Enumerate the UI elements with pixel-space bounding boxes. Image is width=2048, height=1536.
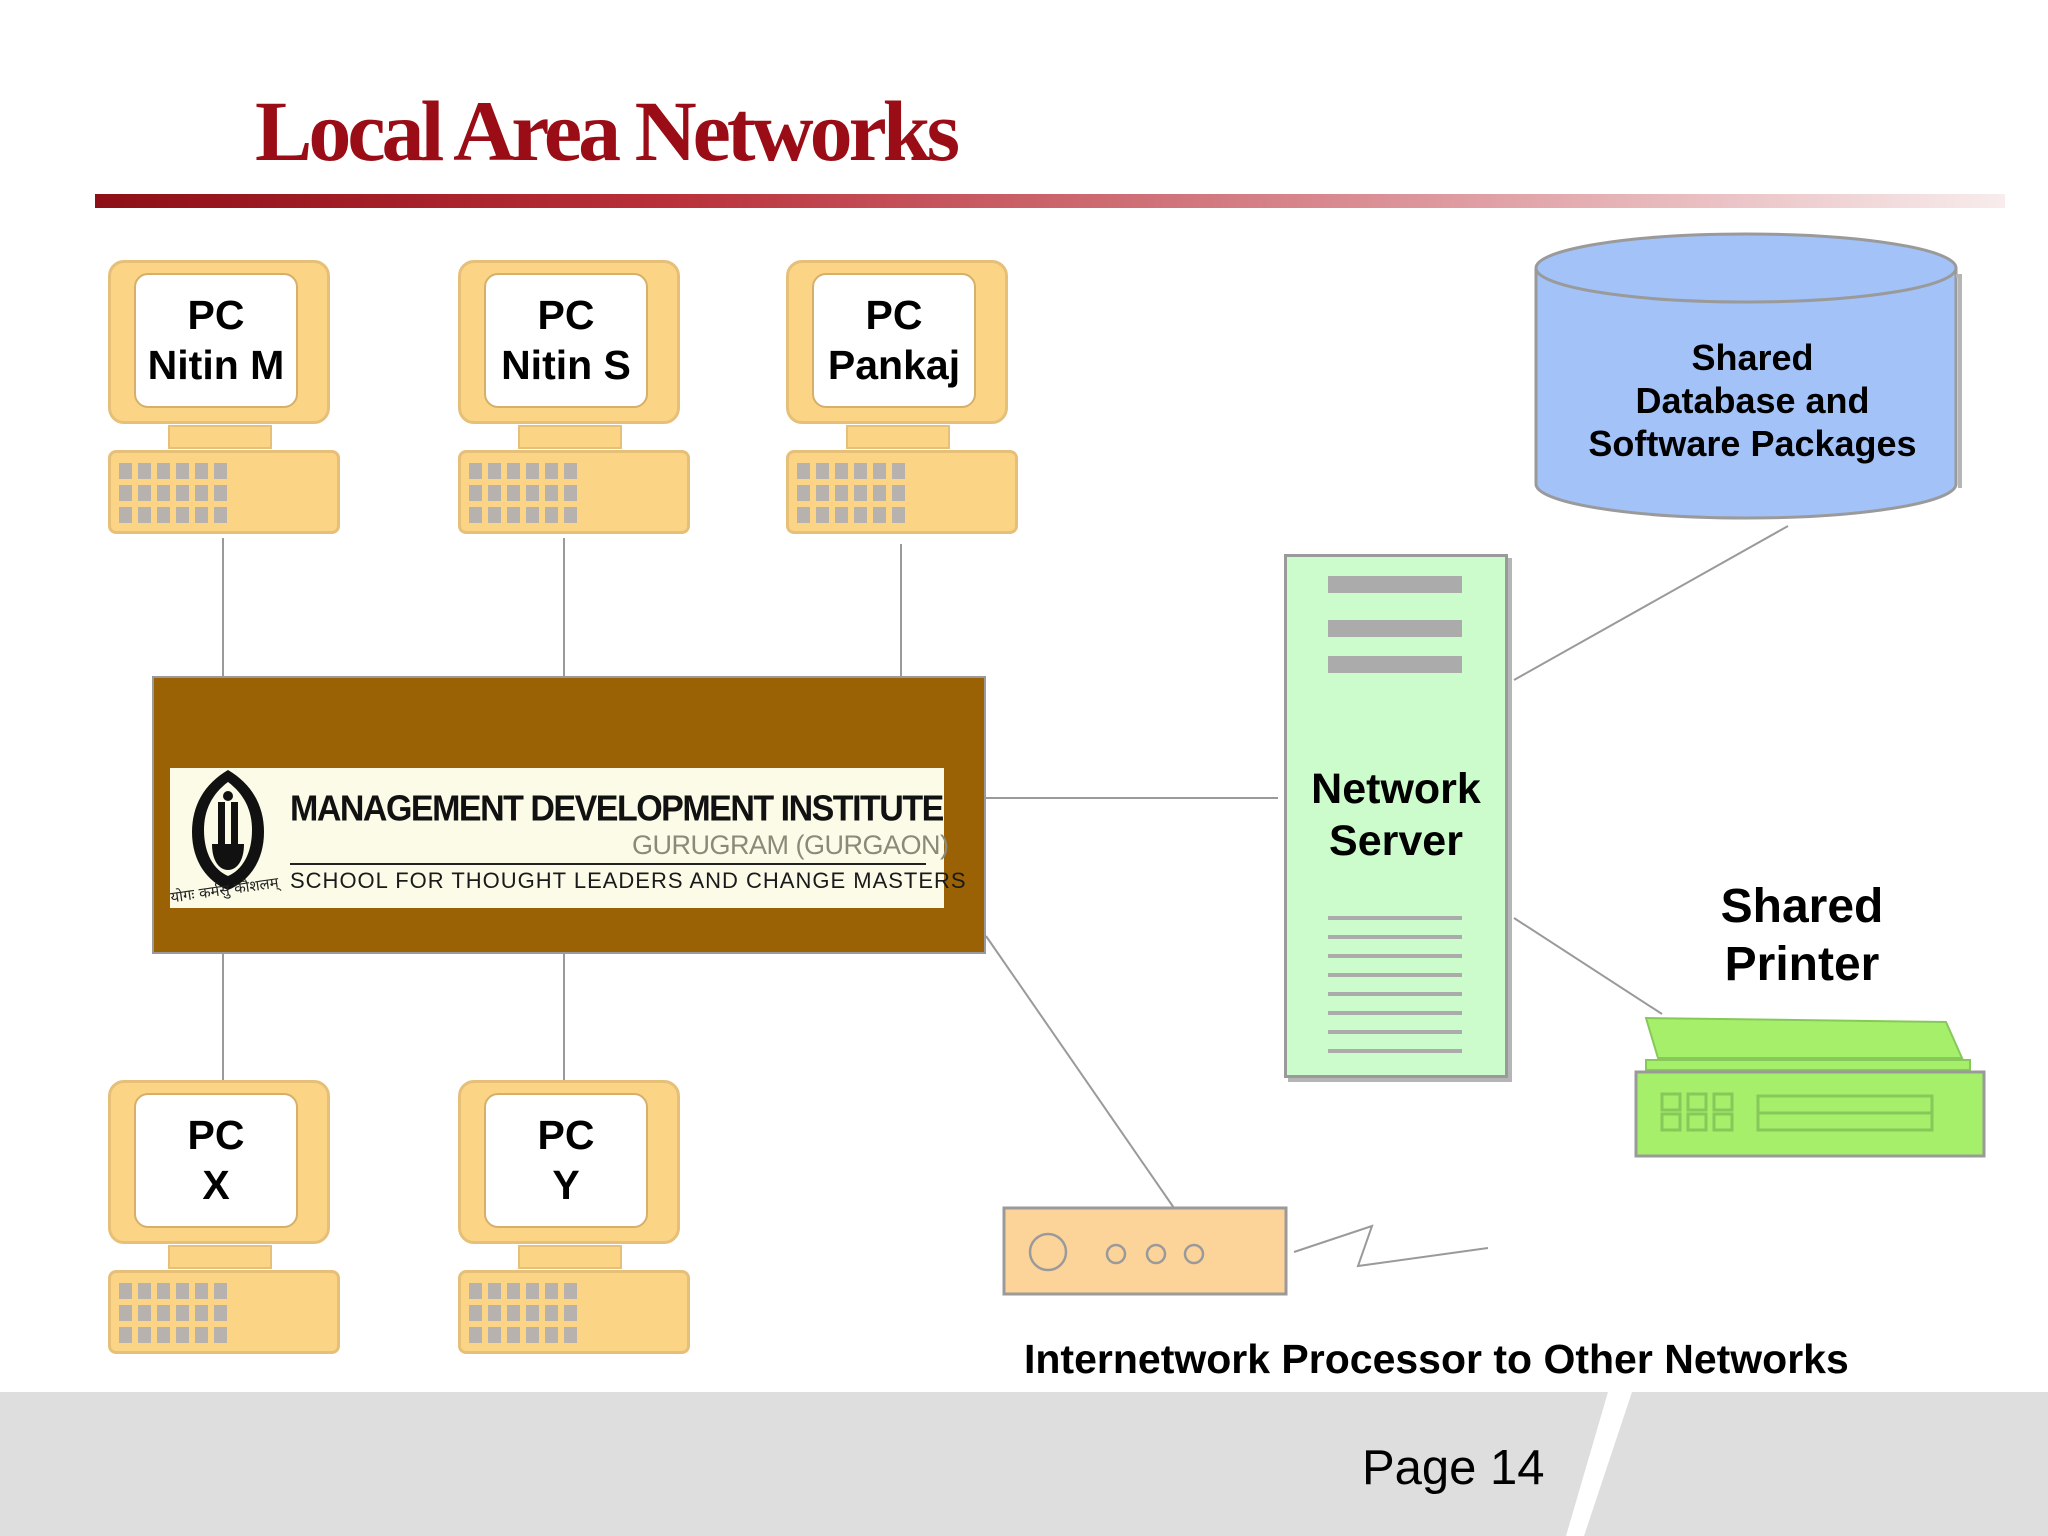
institute-tagline: SCHOOL FOR THOUGHT LEADERS AND CHANGE MA…: [290, 868, 967, 893]
page-number: Page 14: [1362, 1441, 1545, 1495]
database-label: Shared Database and Software Packages: [1588, 337, 1917, 465]
keyboard-icon: [108, 1270, 340, 1354]
link-server-database: [1513, 525, 1789, 681]
wan-link-zigzag: [1293, 1224, 1489, 1268]
footer-bar: [0, 1392, 2048, 1536]
institute-emblem-icon: [192, 770, 264, 890]
institute-banner: [170, 768, 944, 908]
title-underline: [95, 194, 2005, 208]
link-hub-router: [985, 935, 1175, 1209]
keyboard-icon: [458, 1270, 690, 1354]
slide-title: Local Area Networks: [255, 83, 960, 179]
footer-slash-decoration: [1566, 1392, 1632, 1536]
banner-divider: [290, 863, 926, 865]
internetwork-processor-label: Internetwork Processor to Other Networks: [1024, 1336, 1849, 1382]
database-cylinder: [1534, 232, 1962, 520]
printer-graphic: [1634, 1016, 1986, 1158]
institute-city: GURUGRAM (GURGAON): [632, 830, 949, 860]
keyboard-icon: [786, 450, 1018, 534]
printer-label: Shared Printer: [1720, 880, 1884, 991]
keyboard-icon: [458, 450, 690, 534]
link-server-printer: [1513, 917, 1663, 1015]
network-server: [1284, 554, 1508, 1078]
keyboard-icon: [108, 450, 340, 534]
institute-name: MANAGEMENT DEVELOPMENT INSTITUTE: [290, 789, 944, 829]
router-graphic: [1002, 1206, 1288, 1296]
server-label: Network Server: [1311, 765, 1481, 865]
